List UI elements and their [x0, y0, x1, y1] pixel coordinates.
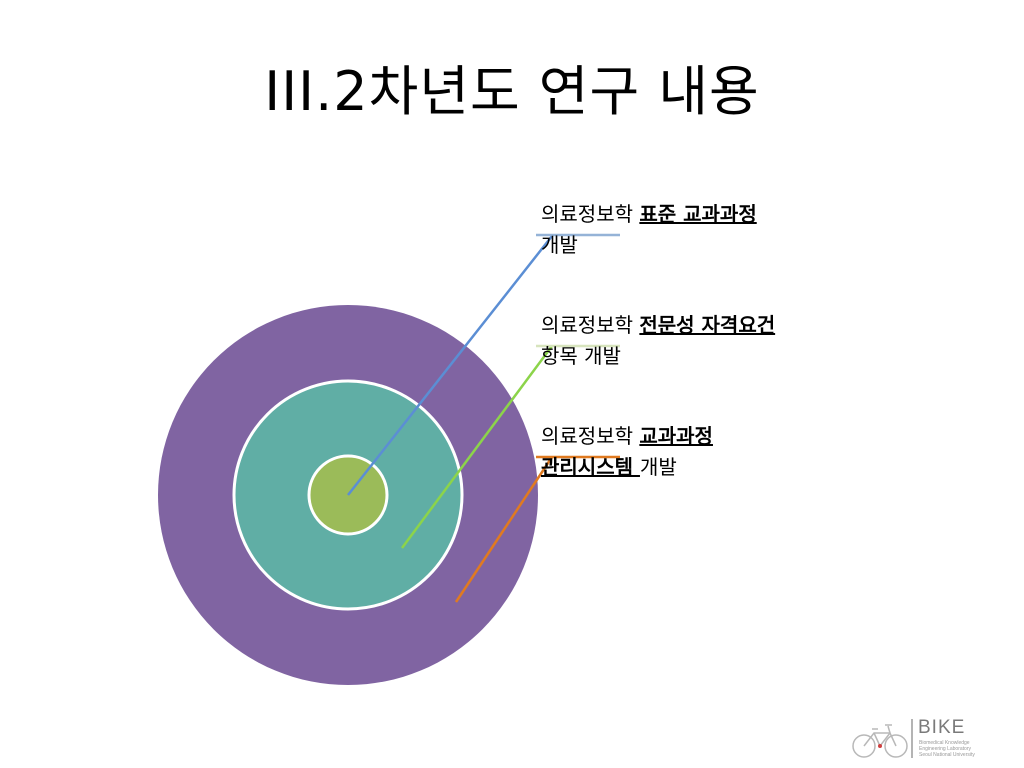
connector-line-3 [454, 456, 554, 603]
label-standard-curriculum: 의료정보학 표준 교과과정 개발 [541, 199, 757, 261]
label-2-emphasis: 전문성 자격요건 [639, 313, 776, 337]
bicycle-icon [852, 719, 913, 758]
label-3-emphasis: 교과과정 [639, 424, 713, 448]
connector-line-2 [400, 345, 554, 549]
logo-subtitle-2: Engineering Laboratory [919, 746, 971, 752]
label-1-suffix: 개발 [541, 233, 578, 257]
label-1-emphasis: 표준 교과과정 [639, 202, 757, 226]
label-2-prefix: 의료정보학 [541, 313, 640, 337]
logo-wordmark: BIKE [918, 717, 966, 738]
label-curriculum-management-system: 의료정보학 교과과정 관리시스템 개발 [541, 421, 713, 483]
label-3-suffix: 개발 [639, 455, 677, 479]
logo-subtitle-3: Seoul National University [919, 752, 975, 758]
label-competency-requirements: 의료정보학 전문성 자격요건 항목 개발 [541, 310, 775, 372]
label-3-prefix: 의료정보학 [541, 424, 640, 448]
connector-line-1 [347, 235, 553, 496]
label-3-emphasis-2: 관리시스템 [541, 455, 640, 479]
bike-logo: BIKE Biomedical Knowledge Engineering La… [850, 715, 980, 760]
label-2-suffix: 항목 개발 [541, 344, 621, 368]
slide-title: III.2차년도 연구 내용 [264, 60, 760, 123]
logo-subtitle-1: Biomedical Knowledge [919, 740, 970, 746]
label-1-prefix: 의료정보학 [541, 202, 640, 226]
